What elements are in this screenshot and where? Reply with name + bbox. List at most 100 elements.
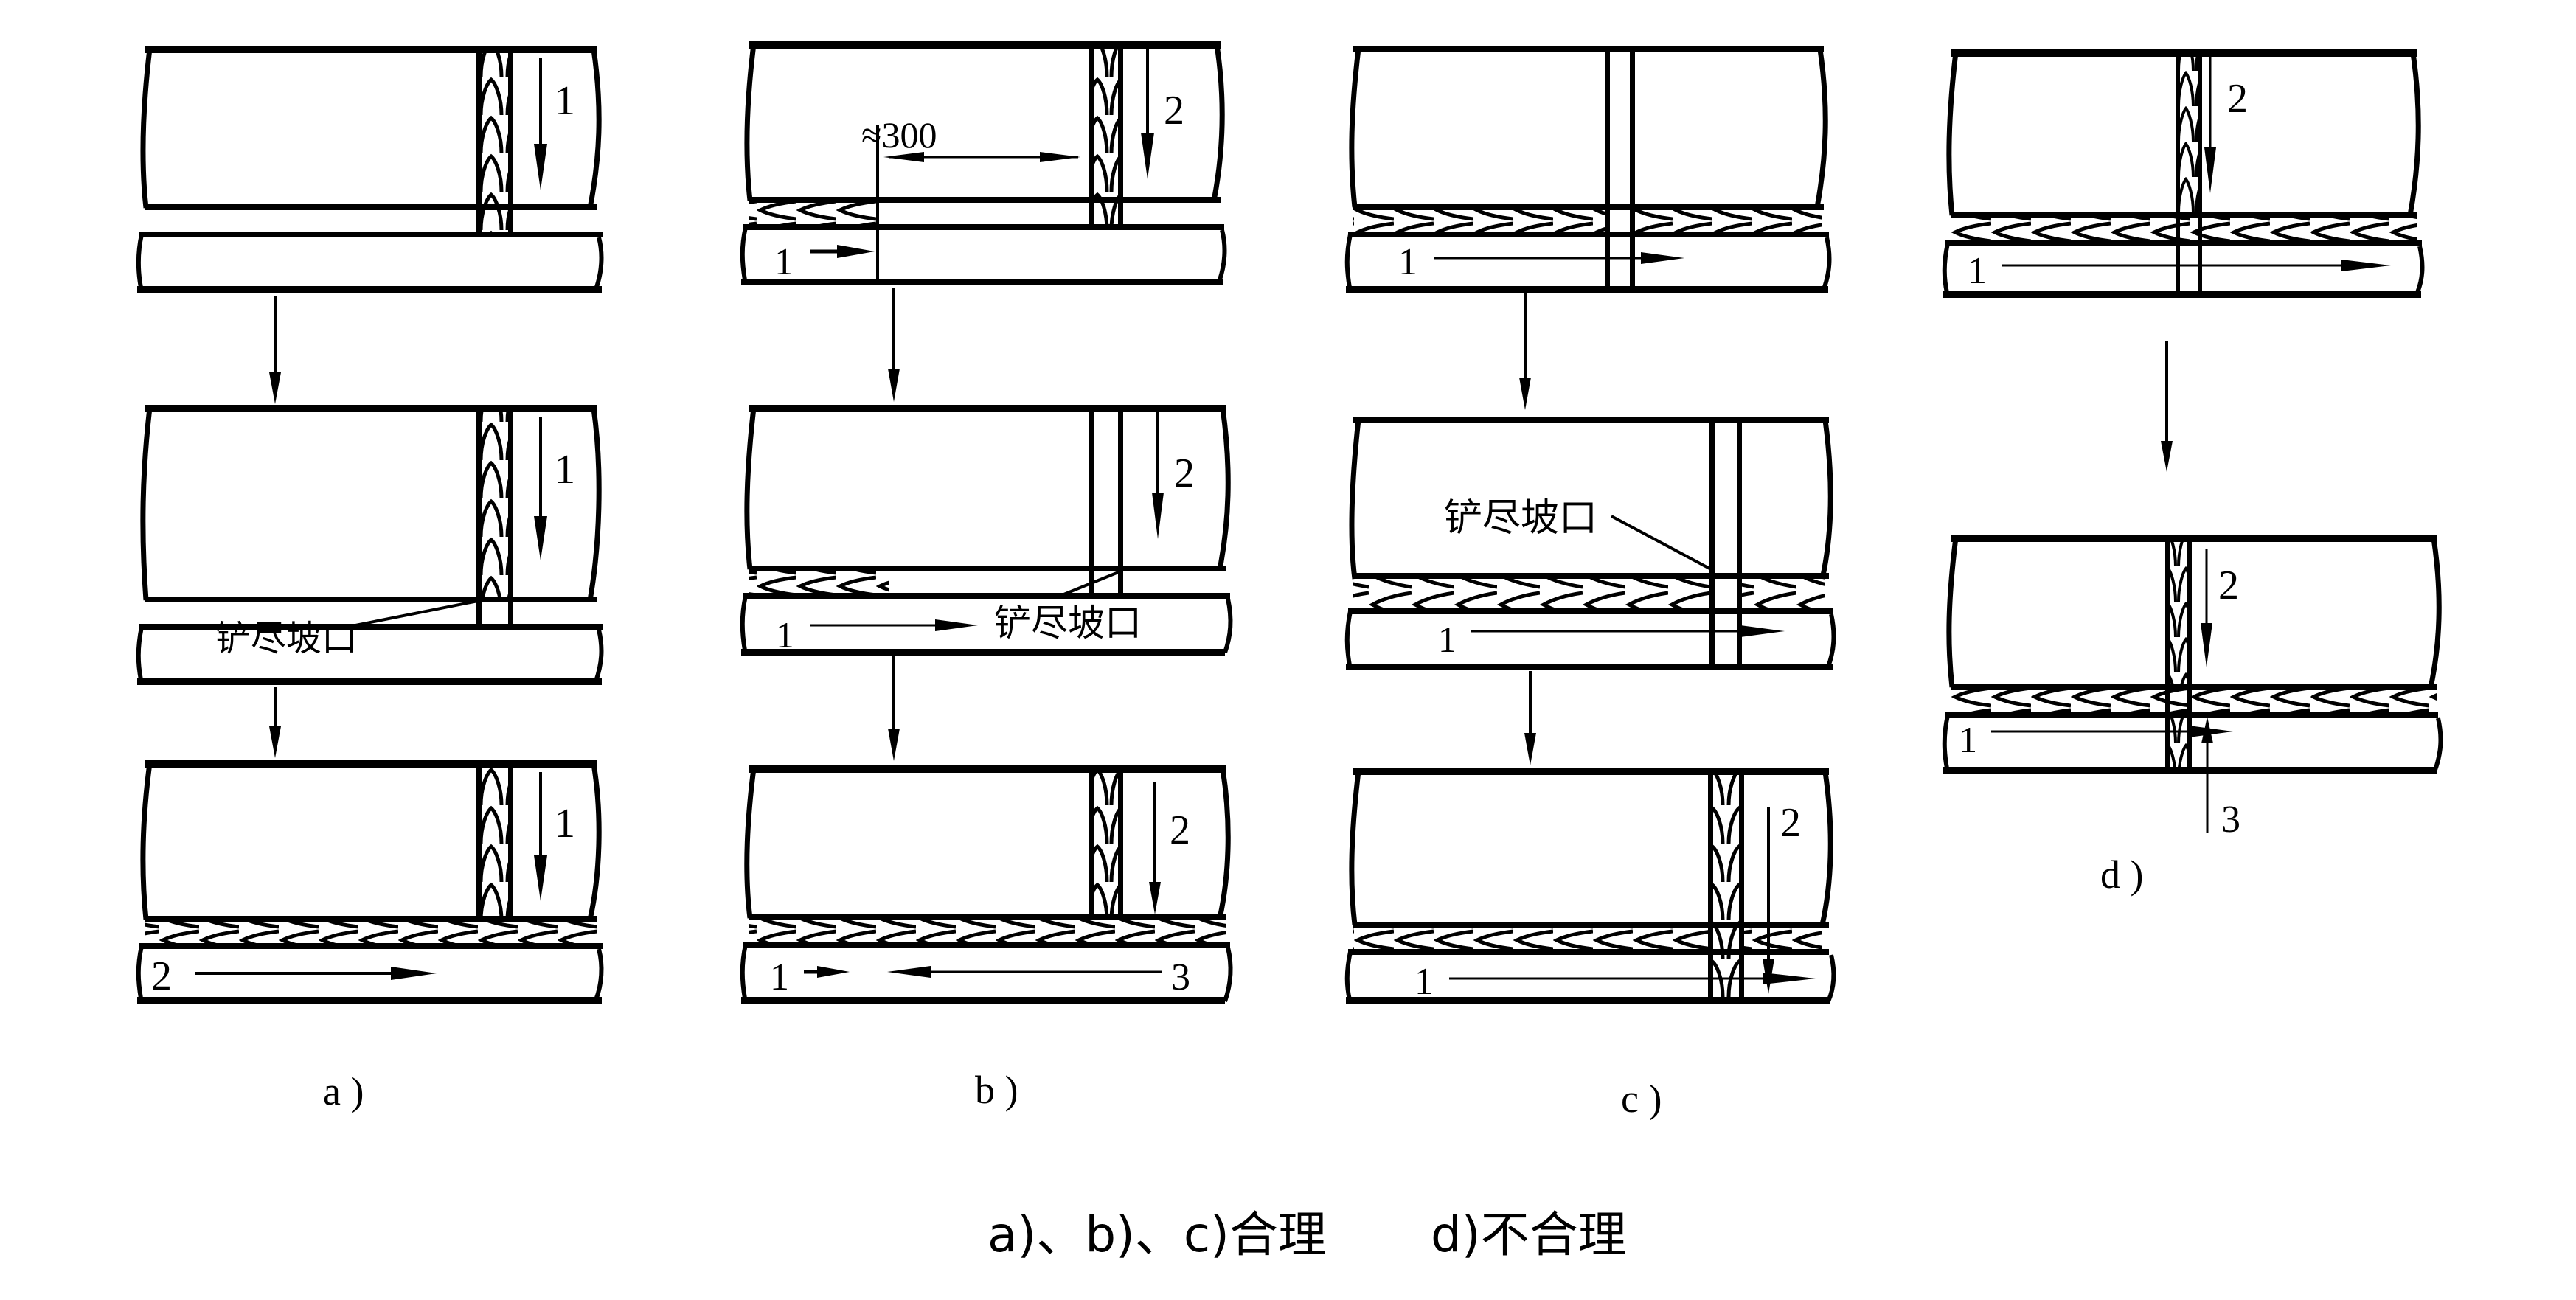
weld-1-direction-arrow — [534, 772, 547, 901]
weld-1-direction-arrow — [2002, 260, 2391, 271]
panel-c-step-2: 铲尽坡口 1 — [1344, 417, 1836, 670]
panel-a: 1 — [136, 46, 604, 1113]
weld-3-segment — [2170, 718, 2187, 767]
weld-seq-label: 1 — [770, 956, 789, 998]
vertical-weld-seam — [1089, 49, 1123, 230]
weld-seq-label: 3 — [1171, 956, 1190, 998]
weld-seq-label: 2 — [1780, 800, 1801, 846]
weld-2-direction-arrow — [1141, 49, 1154, 179]
weld-1-direction-arrow — [810, 619, 978, 631]
vertical-weld-seam — [476, 53, 513, 237]
flow-arrow-a1-a2 — [269, 296, 281, 404]
panel-c: 1 — [1344, 46, 1836, 1121]
vertical-weld-seam — [2176, 57, 2202, 297]
horizontal-weld-seam — [749, 920, 1226, 942]
panel-c-step-1: 1 — [1344, 46, 1832, 293]
vertical-weld-seam — [1089, 773, 1123, 914]
weld-1-direction-arrow — [1449, 973, 1816, 984]
weld-seq-label: 1 — [1968, 250, 1987, 292]
weld-seq-label: 1 — [1414, 961, 1434, 1003]
weld-seq-label: 1 — [1398, 241, 1417, 283]
weld-seq-label: 1 — [1438, 619, 1457, 660]
horizontal-weld-seam — [1742, 579, 1825, 608]
plate-outline — [136, 46, 604, 293]
panel-a-step-1: 1 — [136, 46, 604, 293]
weld-seq-label: 2 — [1164, 88, 1184, 133]
plate-outline — [136, 760, 604, 1004]
panel-c-step-3: 2 1 — [1344, 768, 1836, 1004]
weld-2-direction-arrow — [1149, 782, 1161, 914]
panel-label-d: d ) — [2100, 852, 2143, 897]
weld-seq-label: 1 — [555, 447, 575, 493]
horizontal-weld-seam — [1951, 218, 2417, 240]
weld-seq-label: 1 — [774, 241, 794, 283]
plate-outline — [740, 41, 1227, 285]
flow-arrow-b1-b2 — [888, 288, 900, 402]
panel-label-b: b ) — [975, 1068, 1018, 1112]
weld-3-direction-arrow — [887, 966, 1162, 978]
flow-arrow-a2-a3 — [269, 687, 281, 758]
plate-outline — [740, 405, 1233, 656]
horizontal-weld-seam — [1353, 928, 1708, 949]
weld-1-direction-arrow — [1434, 252, 1684, 264]
vertical-weld-seam — [1708, 775, 1744, 997]
weld-1-direction-arrow — [1471, 625, 1785, 637]
vertical-seam-groove-empty — [1089, 412, 1123, 599]
caption-reasonable: a)、b)、c)合理 — [987, 1206, 1327, 1263]
weld-3-leader-arrow — [2201, 717, 2213, 833]
vertical-weld-seam — [476, 412, 513, 630]
weld-1-direction-arrow — [534, 417, 547, 560]
weld-seq-label: 2 — [2218, 563, 2239, 608]
panel-d: 2 1 — [1942, 49, 2443, 897]
weld-1-direction-arrow — [804, 966, 850, 978]
panel-label-a: a ) — [323, 1069, 364, 1113]
panel-b-step-1: ≈300 2 1 — [740, 41, 1227, 285]
chisel-leader-line — [1061, 570, 1121, 597]
weld-seq-label: 2 — [1170, 807, 1190, 853]
weld-1-direction-arrow — [1991, 726, 2233, 737]
dimension-label: ≈300 — [861, 114, 937, 156]
flow-arrow-b2-b3 — [888, 656, 900, 761]
dimension-arrow — [883, 152, 1080, 162]
weld-1-direction-arrow — [534, 58, 547, 190]
weld-seq-label: 2 — [1174, 451, 1195, 496]
weld-seq-label: 1 — [555, 78, 575, 124]
weld-seq-label: 2 — [2227, 76, 2248, 122]
plate-outline — [1344, 46, 1832, 293]
horizontal-weld-seam — [1635, 210, 1822, 232]
panel-b-step-3: 2 1 3 — [740, 765, 1233, 1004]
weld-2-direction-arrow — [1763, 807, 1774, 994]
vertical-seam-groove-empty — [1605, 52, 1635, 292]
chisel-leader-line — [347, 599, 479, 628]
weld-2-direction-arrow — [2204, 57, 2216, 193]
plate-outline — [136, 405, 604, 685]
weld-2-direction-arrow — [1152, 412, 1164, 539]
weld-1-direction-arrow — [810, 245, 875, 258]
plate-outline — [740, 765, 1233, 1004]
weld-seq-label: 3 — [2221, 799, 2240, 841]
horizontal-weld-seam — [1951, 690, 2437, 712]
chisel-note: 铲尽坡口 — [1444, 496, 1597, 540]
flow-arrow-c2-c3 — [1524, 671, 1536, 765]
chisel-note: 铲尽坡口 — [994, 602, 1142, 644]
flow-arrow-d1-d2 — [2161, 341, 2173, 472]
vertical-weld-seam — [2165, 541, 2192, 767]
chisel-leader-line — [1611, 515, 1712, 571]
weld-seq-label: 1 — [555, 801, 575, 847]
plate-outline — [1344, 417, 1836, 670]
horizontal-weld-seam — [1353, 210, 1605, 232]
panel-label-c: c ) — [1621, 1077, 1662, 1121]
panel-d-step-1: 2 1 — [1942, 49, 2425, 298]
plate-outline — [1942, 49, 2425, 298]
plate-outline — [1942, 535, 2443, 774]
weld-2-direction-arrow — [2201, 549, 2212, 667]
panel-d-step-2: 2 1 3 — [1942, 535, 2443, 841]
vertical-weld-seam — [476, 768, 513, 916]
weld-seq-label: 2 — [151, 953, 172, 999]
flow-arrow-c1-c2 — [1519, 293, 1531, 410]
panel-b: ≈300 2 1 — [740, 41, 1233, 1112]
horizontal-weld-seam — [145, 922, 597, 944]
panel-a-step-3: 1 2 — [136, 760, 604, 1004]
